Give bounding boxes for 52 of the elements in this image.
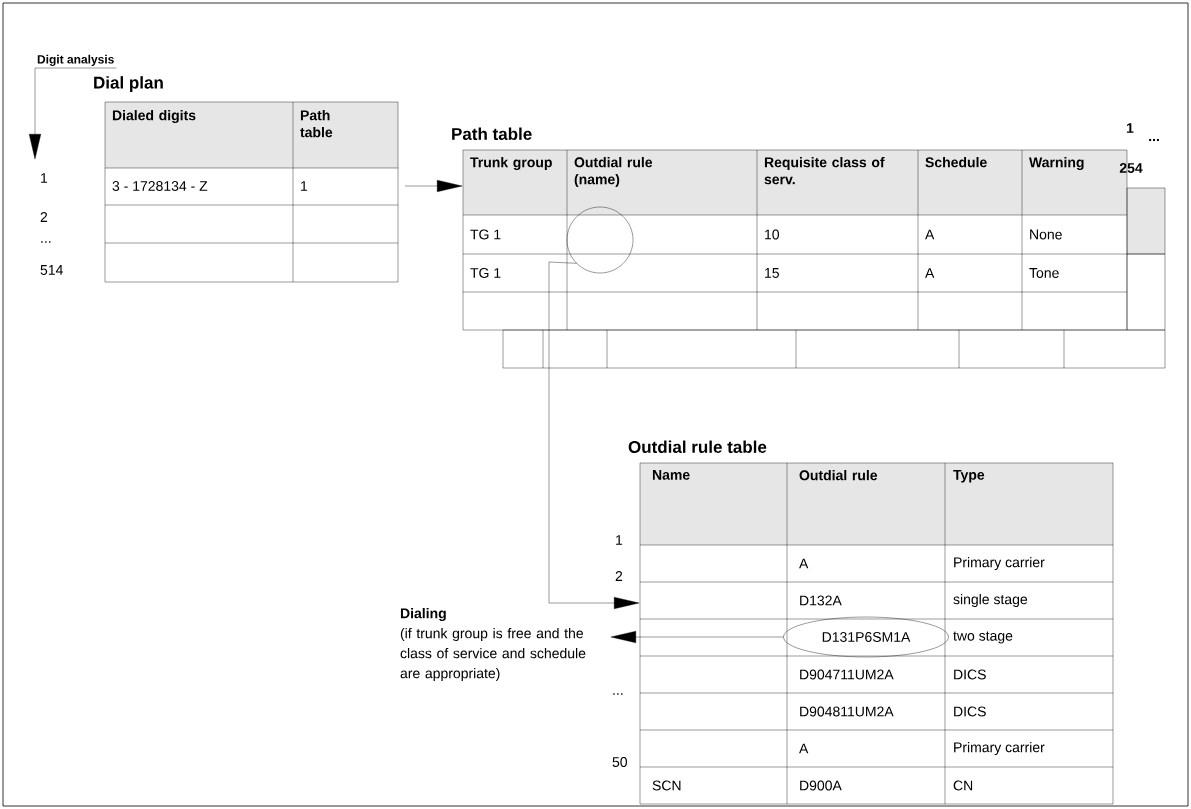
table-entry: Primary carrier [954, 557, 1045, 571]
table-number: ... [1149, 138, 1159, 142]
table-number: 1 [1127, 123, 1134, 133]
table-entry: Primary carrier [954, 742, 1045, 756]
column-header: Schedule [925, 157, 987, 168]
table-entry: Tone [1029, 268, 1059, 278]
note-text: Dialing (if trunk group is free and the class of service and schedule are appropriate) [400, 608, 586, 682]
column-header: Name [652, 470, 690, 480]
column-header: Outdial rule (name) [574, 157, 653, 188]
table-entry: 10 [765, 229, 780, 240]
column-header: Outdial rule [799, 470, 878, 481]
table-entry: A [799, 558, 809, 569]
highlight-circle [566, 206, 634, 274]
table-entry: 1 [301, 181, 308, 191]
table-entry: A [925, 268, 935, 278]
column-header: Requisite class of serv. [764, 157, 885, 185]
table-entry: D900A [800, 780, 842, 791]
column-header: Path table [300, 110, 333, 138]
table-entry: D904811UM2A [800, 706, 894, 717]
table-entry: DICS [954, 706, 986, 717]
table-entry: single stage [953, 594, 1028, 608]
column-header: Trunk group [470, 157, 552, 171]
arrow [610, 631, 784, 643]
table-entry: TG 1 [470, 268, 501, 278]
row-number: 50 [612, 757, 628, 767]
row-number: 1 [41, 173, 48, 183]
row-number: 2 [615, 571, 623, 581]
table-entry: 15 [765, 268, 779, 278]
arrow [548, 261, 640, 609]
row-number: ... [613, 693, 623, 695]
column-header: Type [953, 470, 985, 483]
table-entry: None [1030, 229, 1062, 240]
table-entry: SCN [652, 780, 681, 791]
table-entry: A [799, 743, 809, 754]
node-label: Outdial rule table [628, 440, 767, 454]
node-label: Path table [452, 127, 532, 141]
arrow [29, 67, 117, 160]
table-entry: TG 1 [470, 229, 501, 240]
row-number: 514 [40, 265, 63, 275]
table-entry: A [925, 229, 935, 240]
table-entry: 3 - 1728134 - Z [112, 181, 208, 191]
arrow [404, 180, 463, 192]
table-entry: DICS [954, 669, 986, 680]
table-number: 254 [1119, 163, 1143, 173]
node-label: Dial plan [94, 76, 163, 92]
caption-text: Digit analysis [37, 54, 114, 66]
row-number: 2 [40, 212, 48, 222]
row-number: 1 [616, 535, 623, 545]
row-number: ... [41, 241, 51, 243]
column-header: Dialed digits [112, 110, 196, 124]
column-header: Warning [1029, 157, 1084, 171]
table-entry: CN [953, 780, 973, 791]
